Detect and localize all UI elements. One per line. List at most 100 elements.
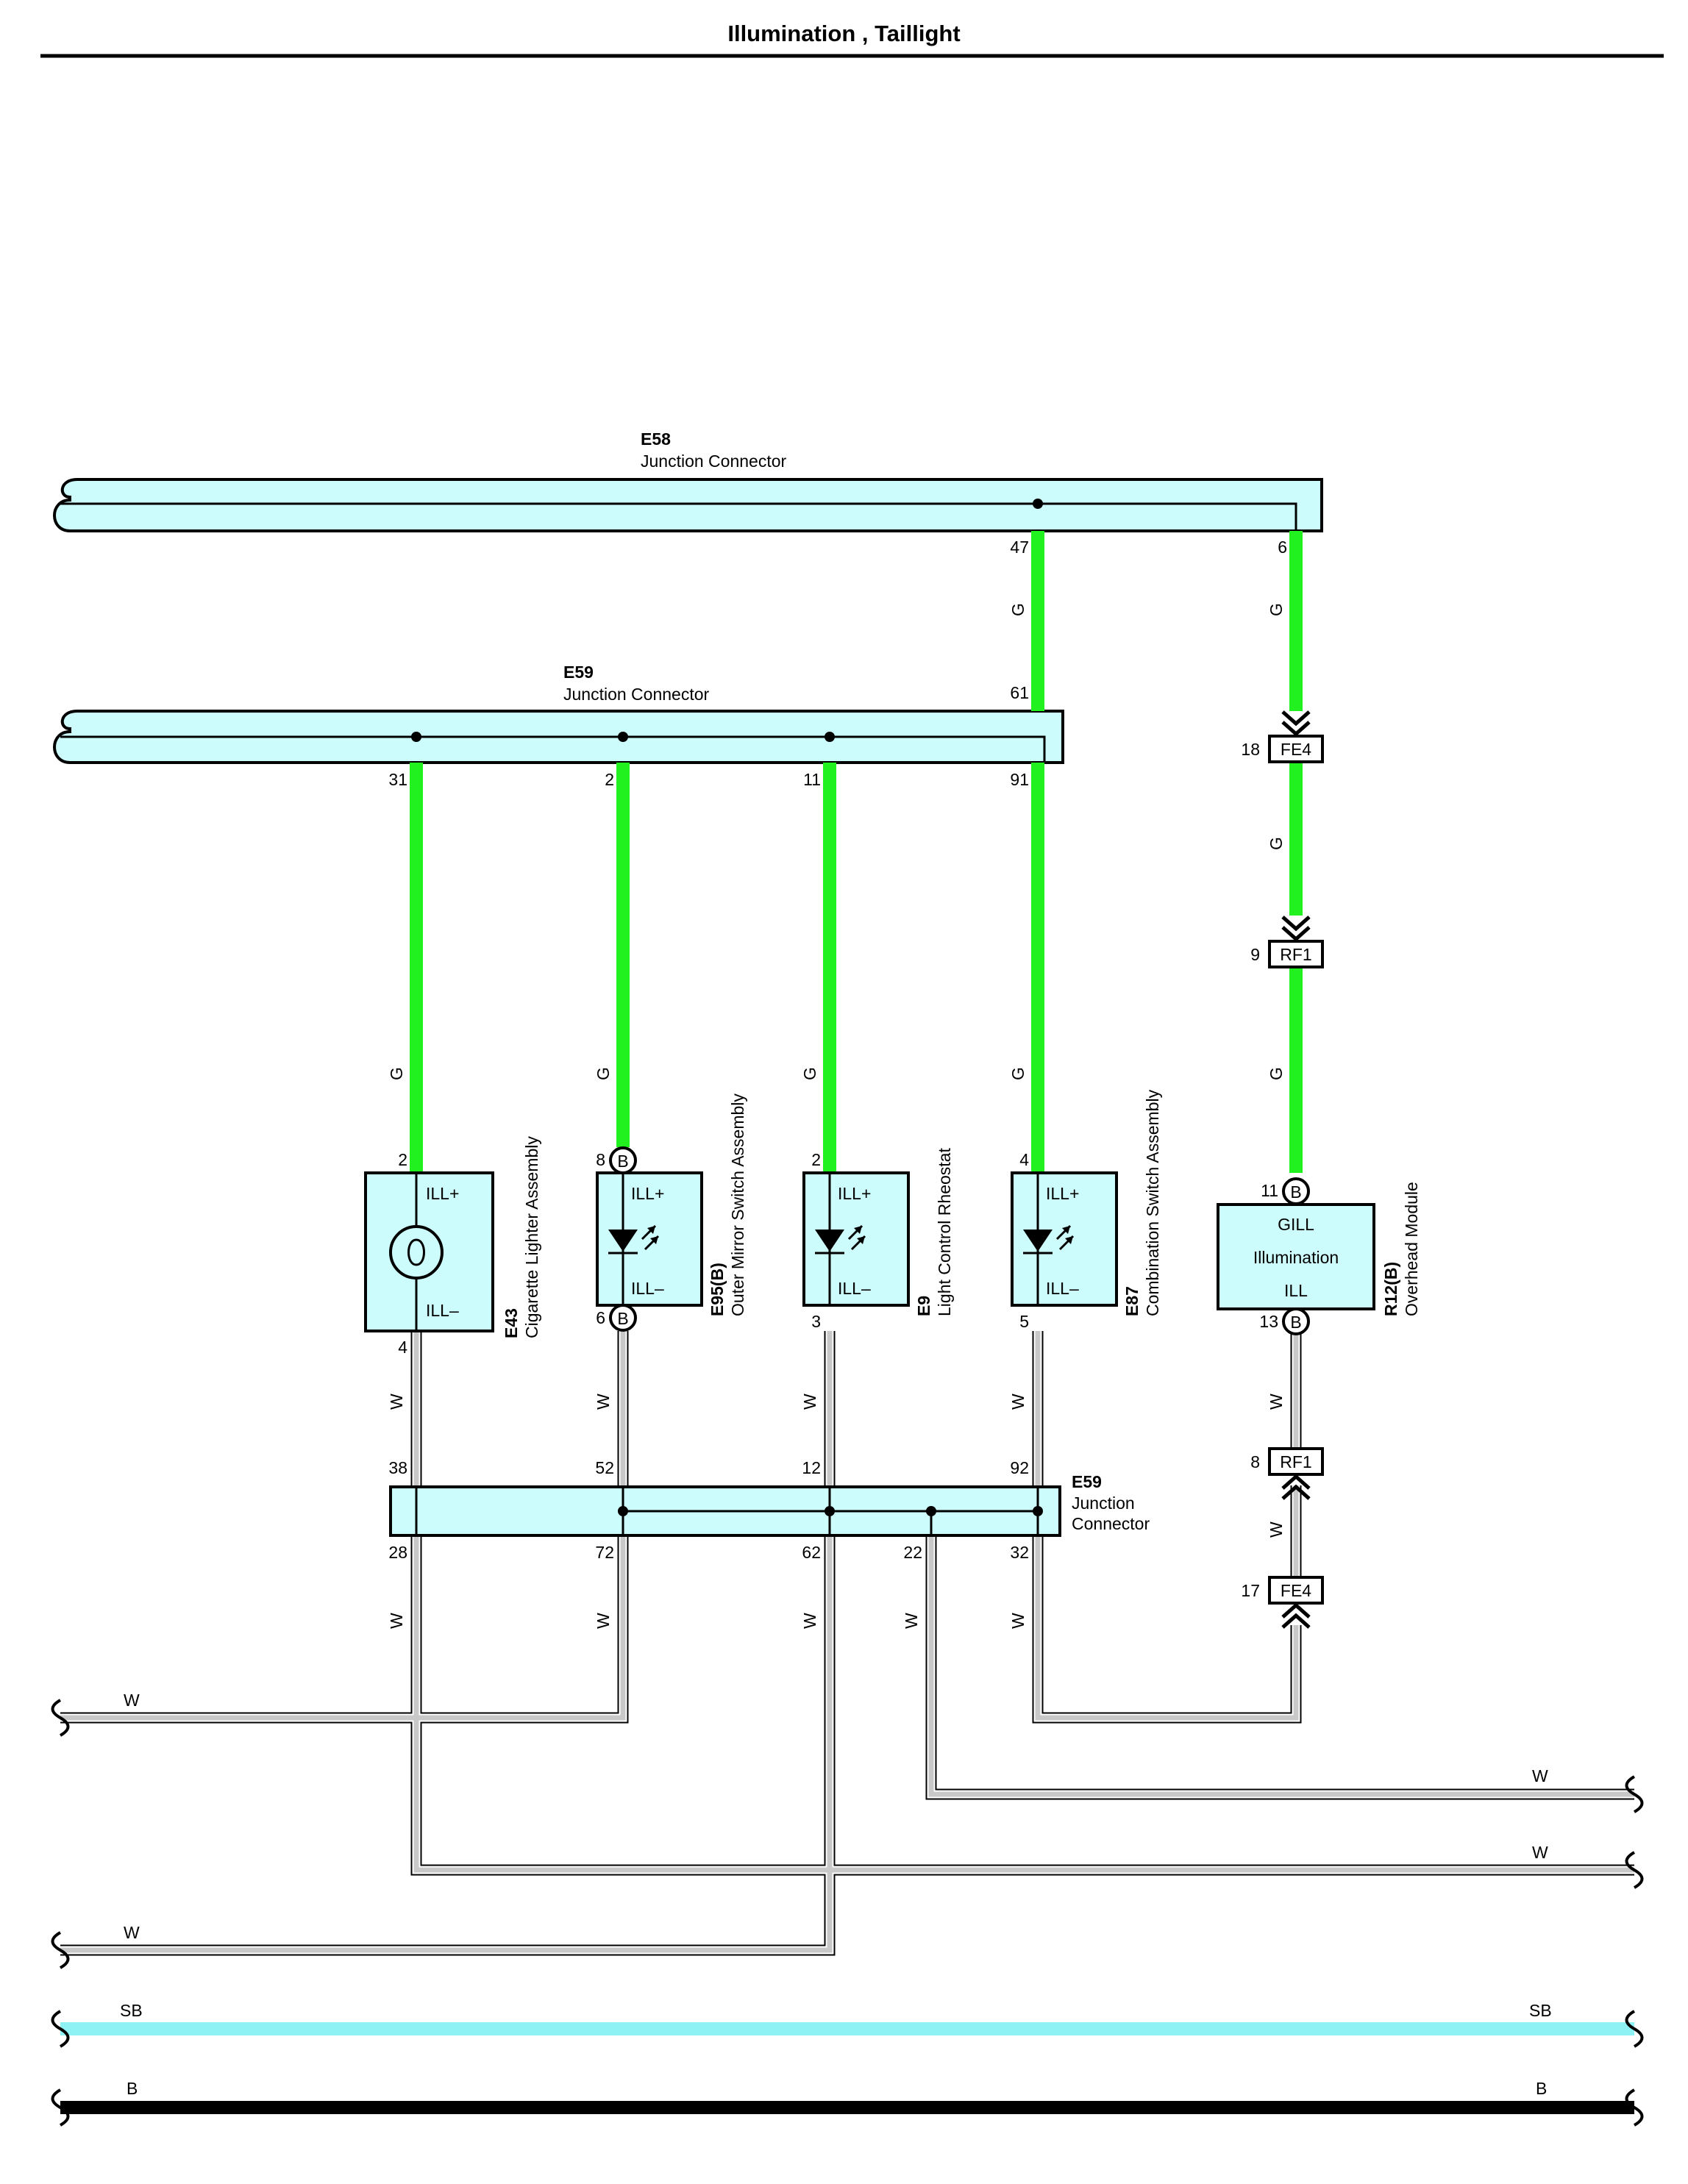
label-w-e9: W bbox=[800, 1393, 819, 1410]
e95-badge-bottom bbox=[609, 1304, 637, 1332]
r12-name: Overhead Module bbox=[1402, 1182, 1421, 1316]
label-g-e87: G bbox=[1008, 1067, 1028, 1080]
e59-bottom-junction-connector: E59 Junction Connector bbox=[389, 1472, 1150, 1537]
label-b-left: B bbox=[127, 2079, 138, 2098]
label-w-62: W bbox=[800, 1613, 819, 1629]
pin-e58-47: 47 bbox=[1010, 538, 1029, 557]
label-w-28: W bbox=[387, 1613, 406, 1629]
label-w-e95: W bbox=[594, 1393, 613, 1410]
label-g-6: G bbox=[1267, 603, 1286, 616]
e59-bottom-id: E59 bbox=[1072, 1472, 1102, 1491]
r12-badge-bottom-text: B bbox=[1290, 1313, 1301, 1332]
fe4-top-pin: 18 bbox=[1241, 740, 1260, 759]
e43-cigarette-lighter-assembly: ILL+ ILL– E43 Cigarette Lighter Assembly bbox=[364, 1136, 541, 1338]
pin-e43-bottom: 4 bbox=[398, 1338, 407, 1357]
page-title: Illumination , Taillight bbox=[727, 21, 961, 46]
r12-line1: GILL bbox=[1278, 1215, 1314, 1234]
fe4-top-connector: FE4 18 bbox=[1241, 710, 1324, 763]
pin-e59b-38: 38 bbox=[388, 1458, 407, 1477]
e95-label-bottom: ILL– bbox=[631, 1279, 664, 1298]
label-g-rf1: G bbox=[1267, 1067, 1286, 1080]
label-w-e43: W bbox=[387, 1393, 406, 1410]
label-sb-left: SB bbox=[120, 2001, 143, 2020]
pin-e59b-92: 92 bbox=[1010, 1458, 1029, 1477]
e87-name: Combination Switch Assembly bbox=[1143, 1089, 1162, 1316]
e43-label-top: ILL+ bbox=[426, 1184, 459, 1203]
e87-label-bottom: ILL– bbox=[1046, 1279, 1079, 1298]
white-wires bbox=[60, 1331, 1634, 1956]
fe4-bottom-id: FE4 bbox=[1281, 1581, 1311, 1600]
e87-label-top: ILL+ bbox=[1046, 1184, 1079, 1203]
pin-e87-top: 4 bbox=[1019, 1150, 1029, 1169]
e43-label-bottom: ILL– bbox=[426, 1301, 459, 1320]
pin-r12-bottom: 13 bbox=[1259, 1312, 1278, 1331]
label-b-right: B bbox=[1536, 2079, 1547, 2098]
pin-e59t-61: 61 bbox=[1010, 683, 1029, 702]
label-g-e43: G bbox=[387, 1067, 406, 1080]
e95-name: Outer Mirror Switch Assembly bbox=[728, 1093, 747, 1316]
rf1-bottom-connector: RF1 8 bbox=[1250, 1447, 1324, 1500]
r12-badge-top-text: B bbox=[1290, 1182, 1301, 1202]
label-w-22: W bbox=[902, 1613, 921, 1629]
label-w-e87: W bbox=[1008, 1393, 1028, 1410]
label-g-47: G bbox=[1008, 603, 1028, 616]
e9-light-control-rheostat: ILL+ ILL– E9 Light Control Rheostat bbox=[802, 1148, 954, 1316]
pin-e59t-31: 31 bbox=[388, 770, 407, 789]
pin-e59t-11: 11 bbox=[803, 770, 821, 789]
pin-e59b-72: 72 bbox=[595, 1543, 614, 1562]
label-g-e95: G bbox=[594, 1067, 613, 1080]
e9-name: Light Control Rheostat bbox=[935, 1148, 954, 1316]
pin-e59b-32: 32 bbox=[1010, 1543, 1029, 1562]
label-w-r12: W bbox=[1267, 1393, 1286, 1410]
label-g-fe4: G bbox=[1267, 837, 1286, 850]
pin-numbers: 47 6 61 31 2 11 91 2 8 2 4 11 4 6 3 5 13… bbox=[388, 538, 1287, 1562]
pin-e9-top: 2 bbox=[811, 1150, 821, 1169]
r12-badge-top bbox=[1282, 1177, 1310, 1205]
r12-badge-bottom bbox=[1282, 1307, 1310, 1335]
pin-e95-top: 8 bbox=[596, 1150, 605, 1169]
pin-e59t-91: 91 bbox=[1010, 770, 1029, 789]
e59-top-id: E59 bbox=[563, 663, 594, 682]
e58-id: E58 bbox=[641, 429, 671, 449]
label-w-right-1: W bbox=[1532, 1766, 1548, 1785]
e9-label-bottom: ILL– bbox=[838, 1279, 871, 1298]
break-marks bbox=[51, 1699, 1644, 2127]
e95-badge-top bbox=[609, 1146, 637, 1174]
pin-e59b-52: 52 bbox=[595, 1458, 614, 1477]
r12-line3: ILL bbox=[1284, 1281, 1308, 1300]
pin-e43-top: 2 bbox=[398, 1150, 407, 1169]
pin-e58-6: 6 bbox=[1278, 538, 1287, 557]
pin-e59b-22: 22 bbox=[903, 1543, 922, 1562]
rf1-bottom-pin: 8 bbox=[1250, 1452, 1260, 1471]
e9-label-top: ILL+ bbox=[838, 1184, 871, 1203]
e43-name: Cigarette Lighter Assembly bbox=[522, 1136, 541, 1338]
pin-r12-top: 11 bbox=[1261, 1181, 1278, 1200]
rf1-top-pin: 9 bbox=[1250, 945, 1260, 964]
fe4-bottom-pin: 17 bbox=[1241, 1581, 1260, 1600]
label-g-e9: G bbox=[800, 1067, 819, 1080]
pin-e87-bottom: 5 bbox=[1019, 1312, 1029, 1331]
fe4-top-id: FE4 bbox=[1281, 740, 1311, 759]
label-w-32: W bbox=[1008, 1613, 1028, 1629]
e9-id: E9 bbox=[914, 1296, 933, 1316]
e59-bottom-name-1: Junction bbox=[1072, 1494, 1135, 1513]
label-w-rf1-fe4: W bbox=[1267, 1521, 1286, 1538]
pin-e59t-2: 2 bbox=[605, 770, 614, 789]
label-w-left-2: W bbox=[124, 1923, 140, 1942]
e95-badge-top-text: B bbox=[617, 1152, 628, 1171]
rf1-top-connector: RF1 9 bbox=[1250, 916, 1324, 968]
e95-id: E95(B) bbox=[708, 1263, 727, 1316]
lamp-icon bbox=[389, 1225, 444, 1280]
wire-color-labels-horizontal: W W W W SB SB B B bbox=[120, 1691, 1552, 2098]
pin-e59b-12: 12 bbox=[802, 1458, 821, 1477]
e59-top-name: Junction Connector bbox=[563, 685, 710, 704]
e59-bottom-name-2: Connector bbox=[1072, 1514, 1150, 1533]
green-wires bbox=[410, 531, 1303, 1173]
pin-e9-bottom: 3 bbox=[811, 1312, 821, 1331]
pin-e95-bottom: 6 bbox=[596, 1308, 605, 1327]
label-w-72: W bbox=[594, 1613, 613, 1629]
rf1-top-id: RF1 bbox=[1280, 945, 1311, 964]
e58-junction-connector: E58 Junction Connector bbox=[53, 429, 1323, 532]
